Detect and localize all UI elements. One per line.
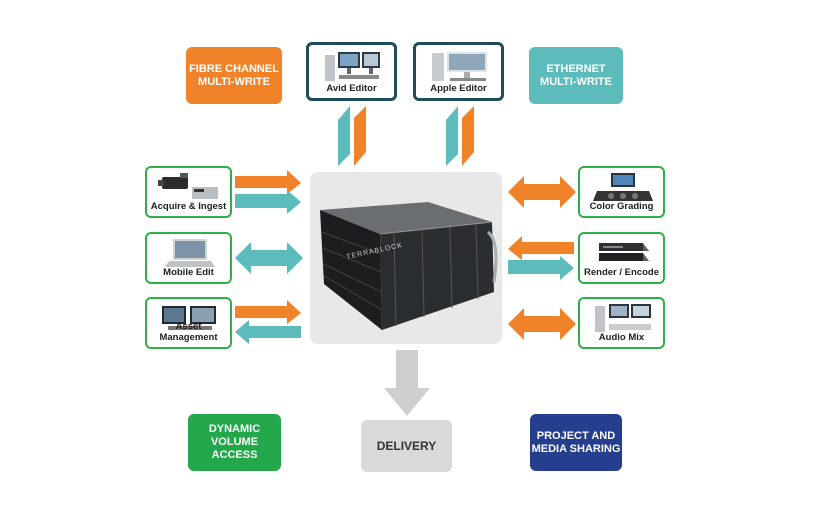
render-encode-label: Render / Encode [584,267,659,278]
color-grading-label: Color Grading [589,201,654,212]
mobile-edit-label: Mobile Edit [163,267,214,278]
laptop-icon [165,239,215,267]
render-encode-node: Render / Encode [578,232,665,284]
workstation-icon [432,52,487,81]
audio-workstation-icon [595,304,651,332]
asset-management-label: Asset Management [159,321,218,343]
camera-icon [158,173,218,199]
delivery-badge: DELIVERY [361,420,452,472]
apple-double-arrow [446,106,474,166]
avid-editor-label: Avid Editor [326,83,377,94]
storage-server-icon [320,202,498,330]
project-media-sharing-badge: PROJECT AND MEDIA SHARING [530,414,622,471]
apple-editor-node: Apple Editor [413,42,504,101]
workstation-icon [325,52,380,81]
asset-management-node: Asset Management [145,297,232,349]
render-rack-icon [599,243,649,261]
audio-mix-node: Audio Mix [578,297,665,349]
ethernet-badge: ETHERNET MULTI-WRITE [529,47,623,104]
mobile-edit-arrow [235,242,303,274]
dynamic-volume-badge: DYNAMIC VOLUME ACCESS [188,414,281,471]
color-grading-node: Color Grading [578,166,665,218]
avid-double-arrow [338,106,366,166]
audio-mix-arrow [508,308,576,340]
grading-console-icon [593,173,653,201]
audio-mix-label: Audio Mix [598,332,645,343]
render-encode-arrow [508,236,574,280]
acquire-ingest-label: Acquire & Ingest [150,201,227,212]
avid-editor-node: Avid Editor [306,42,397,101]
asset-management-arrow [235,300,301,344]
acquire-arrow [235,170,301,214]
server-panel: TERRABLOCK [310,172,502,344]
fibre-channel-badge: FIBRE CHANNEL MULTI-WRITE [186,47,282,104]
monitors-icon [162,306,216,330]
color-grading-arrow [508,176,576,208]
acquire-ingest-node: Acquire & Ingest [145,166,232,218]
mobile-edit-node: Mobile Edit [145,232,232,284]
delivery-down-arrow [384,350,430,416]
apple-editor-label: Apple Editor [430,83,487,94]
